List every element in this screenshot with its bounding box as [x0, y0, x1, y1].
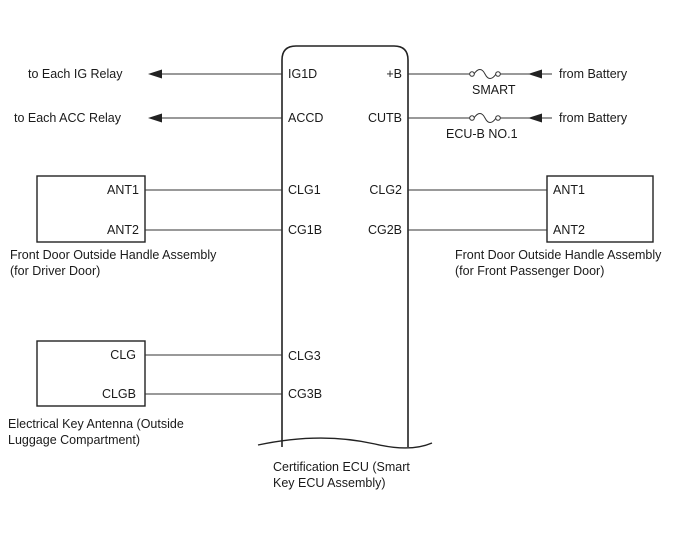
passenger-door-caption-2: (for Front Passenger Door): [455, 264, 604, 278]
label-fuse-smart: SMART: [472, 83, 516, 97]
certification-ecu-box: [281, 45, 409, 447]
arrow-from-battery-1: [528, 69, 542, 79]
luggage-clgb: CLGB: [102, 387, 136, 401]
ecu-cut-line: [257, 437, 433, 449]
arrow-to-ig-relay: [148, 69, 162, 79]
label-to-ig-relay: to Each IG Relay: [28, 67, 123, 81]
pin-clg3: CLG3: [288, 349, 321, 363]
pin-cg2b: CG2B: [368, 223, 402, 237]
pin-ig1d: IG1D: [288, 67, 317, 81]
pin-cutb: CUTB: [368, 111, 402, 125]
pin-cg3b: CG3B: [288, 387, 322, 401]
fuse-smart-icon: [469, 69, 501, 79]
pin-plus-b: +B: [386, 67, 402, 81]
label-from-battery-1: from Battery: [559, 67, 628, 81]
luggage-antenna-box: [36, 340, 146, 407]
luggage-antenna-caption-1: Electrical Key Antenna (Outside: [8, 417, 184, 431]
label-fuse-ecu-b: ECU-B NO.1: [446, 127, 518, 141]
pin-accd: ACCD: [288, 111, 323, 125]
luggage-clg: CLG: [110, 348, 136, 362]
label-to-acc-relay: to Each ACC Relay: [14, 111, 122, 125]
pin-cg1b: CG1B: [288, 223, 322, 237]
driver-door-handle-box: [36, 175, 146, 243]
pin-clg2: CLG2: [369, 183, 402, 197]
ecu-caption-2: Key ECU Assembly): [273, 476, 386, 490]
arrow-to-acc-relay: [148, 113, 162, 123]
pin-clg1: CLG1: [288, 183, 321, 197]
passenger-ant1: ANT1: [553, 183, 585, 197]
arrow-from-battery-2: [528, 113, 542, 123]
driver-door-caption-2: (for Driver Door): [10, 264, 100, 278]
passenger-door-caption-1: Front Door Outside Handle Assembly: [455, 248, 662, 262]
passenger-ant2: ANT2: [553, 223, 585, 237]
passenger-door-handle-box: [546, 175, 654, 243]
driver-ant2: ANT2: [107, 223, 139, 237]
fuse-ecu-b-icon: [469, 113, 501, 123]
luggage-antenna-caption-2: Luggage Compartment): [8, 433, 140, 447]
driver-ant1: ANT1: [107, 183, 139, 197]
driver-door-caption-1: Front Door Outside Handle Assembly: [10, 248, 217, 262]
ecu-caption-1: Certification ECU (Smart: [273, 460, 410, 474]
label-from-battery-2: from Battery: [559, 111, 628, 125]
